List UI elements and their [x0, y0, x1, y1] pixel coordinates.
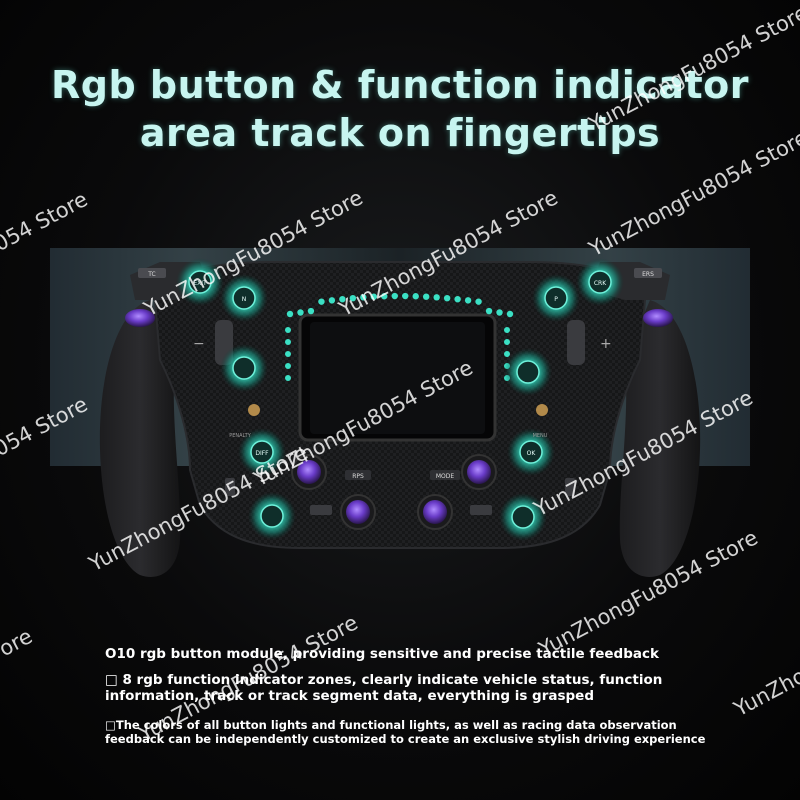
rotary-knob-1[interactable]	[297, 460, 321, 484]
side-led	[504, 327, 510, 333]
rpm-led	[496, 309, 503, 316]
tc-label: TC	[147, 271, 156, 278]
rgb-button-crk[interactable]	[588, 270, 612, 294]
rpm-led	[475, 298, 482, 305]
ers-button	[634, 268, 662, 278]
left-thumb-button	[225, 478, 235, 496]
headline-line-1: Rgb button & function indicator	[51, 63, 749, 107]
rpm-led	[349, 294, 357, 302]
rpm-led	[328, 297, 336, 304]
rgb-button-label: DIFF	[255, 450, 269, 457]
rpm-led	[433, 294, 440, 301]
rgb-button-ok[interactable]	[519, 440, 543, 464]
penalty-label: PENALTY	[229, 433, 251, 439]
rgb-button-label: EXIT	[193, 280, 207, 287]
rpm-led	[464, 297, 472, 304]
rgb-button-label: N	[242, 296, 247, 303]
mode-button	[430, 470, 460, 480]
rps-button	[345, 470, 371, 480]
rpm-led	[339, 295, 346, 303]
rpm-led	[391, 292, 398, 300]
side-led	[285, 339, 291, 345]
caption-rgb-module: O10 rgb button module, providing sensiti…	[105, 646, 659, 662]
menu-label: MENU	[533, 433, 548, 439]
side-led	[285, 375, 291, 381]
left-side-knob	[125, 309, 155, 327]
rpm-led	[454, 295, 461, 303]
right-encoder-rotary	[567, 320, 585, 365]
rgb-button-forward[interactable]	[511, 505, 535, 529]
rgb-button-label: CRK	[594, 280, 607, 287]
lower-left-small-button	[310, 505, 332, 515]
rgb-button-n[interactable]	[232, 286, 256, 310]
right-toggle-gold	[536, 404, 548, 416]
rpm-led	[443, 294, 451, 302]
rpm-led	[485, 307, 493, 315]
rpm-led	[381, 293, 388, 300]
side-led	[504, 351, 510, 357]
rpm-led	[506, 310, 514, 318]
minus-mark: −	[193, 336, 205, 352]
rpm-led	[370, 293, 378, 300]
display-glass	[310, 322, 485, 434]
rgb-button-mic[interactable]	[516, 360, 540, 384]
right-thumb-button	[565, 478, 575, 496]
tc-button	[138, 268, 166, 278]
rgb-button-rewind[interactable]	[260, 504, 284, 528]
ers-label: ERS	[642, 271, 654, 278]
caption-customization: □The colors of all button lights and fun…	[105, 718, 706, 746]
rgb-button-mic-left[interactable]	[232, 356, 256, 380]
rgb-button-p[interactable]	[544, 286, 568, 310]
rpm-led	[422, 293, 430, 300]
rotary-knob-3[interactable]	[346, 500, 370, 524]
rotary-knob-group	[291, 454, 497, 530]
lower-right-small-button	[470, 505, 492, 515]
rpm-led	[360, 294, 367, 301]
rpm-led	[412, 293, 419, 300]
side-led	[285, 363, 291, 369]
side-led	[504, 339, 510, 345]
right-side-knob	[643, 309, 673, 327]
left-grip	[99, 300, 181, 577]
rgb-button-label: OK	[527, 450, 537, 457]
side-led	[285, 327, 291, 333]
caption-indicator-zones: □ 8 rgb function indicator zones, clearl…	[105, 672, 663, 704]
plus-mark: +	[600, 336, 612, 352]
mode-label: MODE	[436, 473, 455, 480]
rgb-button-group: EXIT N DIFF CRK P OK	[176, 258, 624, 541]
rgb-button-diff[interactable]	[250, 440, 274, 464]
rpm-led	[318, 298, 325, 305]
rpm-led	[297, 309, 304, 316]
headline-line-2: area track on fingertips	[139, 111, 661, 155]
rotary-knob-2[interactable]	[467, 460, 491, 484]
rgb-button-exit[interactable]	[188, 270, 212, 294]
right-grip	[619, 300, 701, 577]
rotary-knob-4[interactable]	[423, 500, 447, 524]
left-toggle-gold	[248, 404, 260, 416]
rgb-button-label: P	[554, 296, 558, 303]
rpm-led	[402, 292, 409, 300]
rpm-led	[307, 307, 315, 315]
rpm-led	[286, 310, 294, 318]
side-led	[285, 351, 291, 357]
rps-label: RPS	[352, 473, 364, 480]
